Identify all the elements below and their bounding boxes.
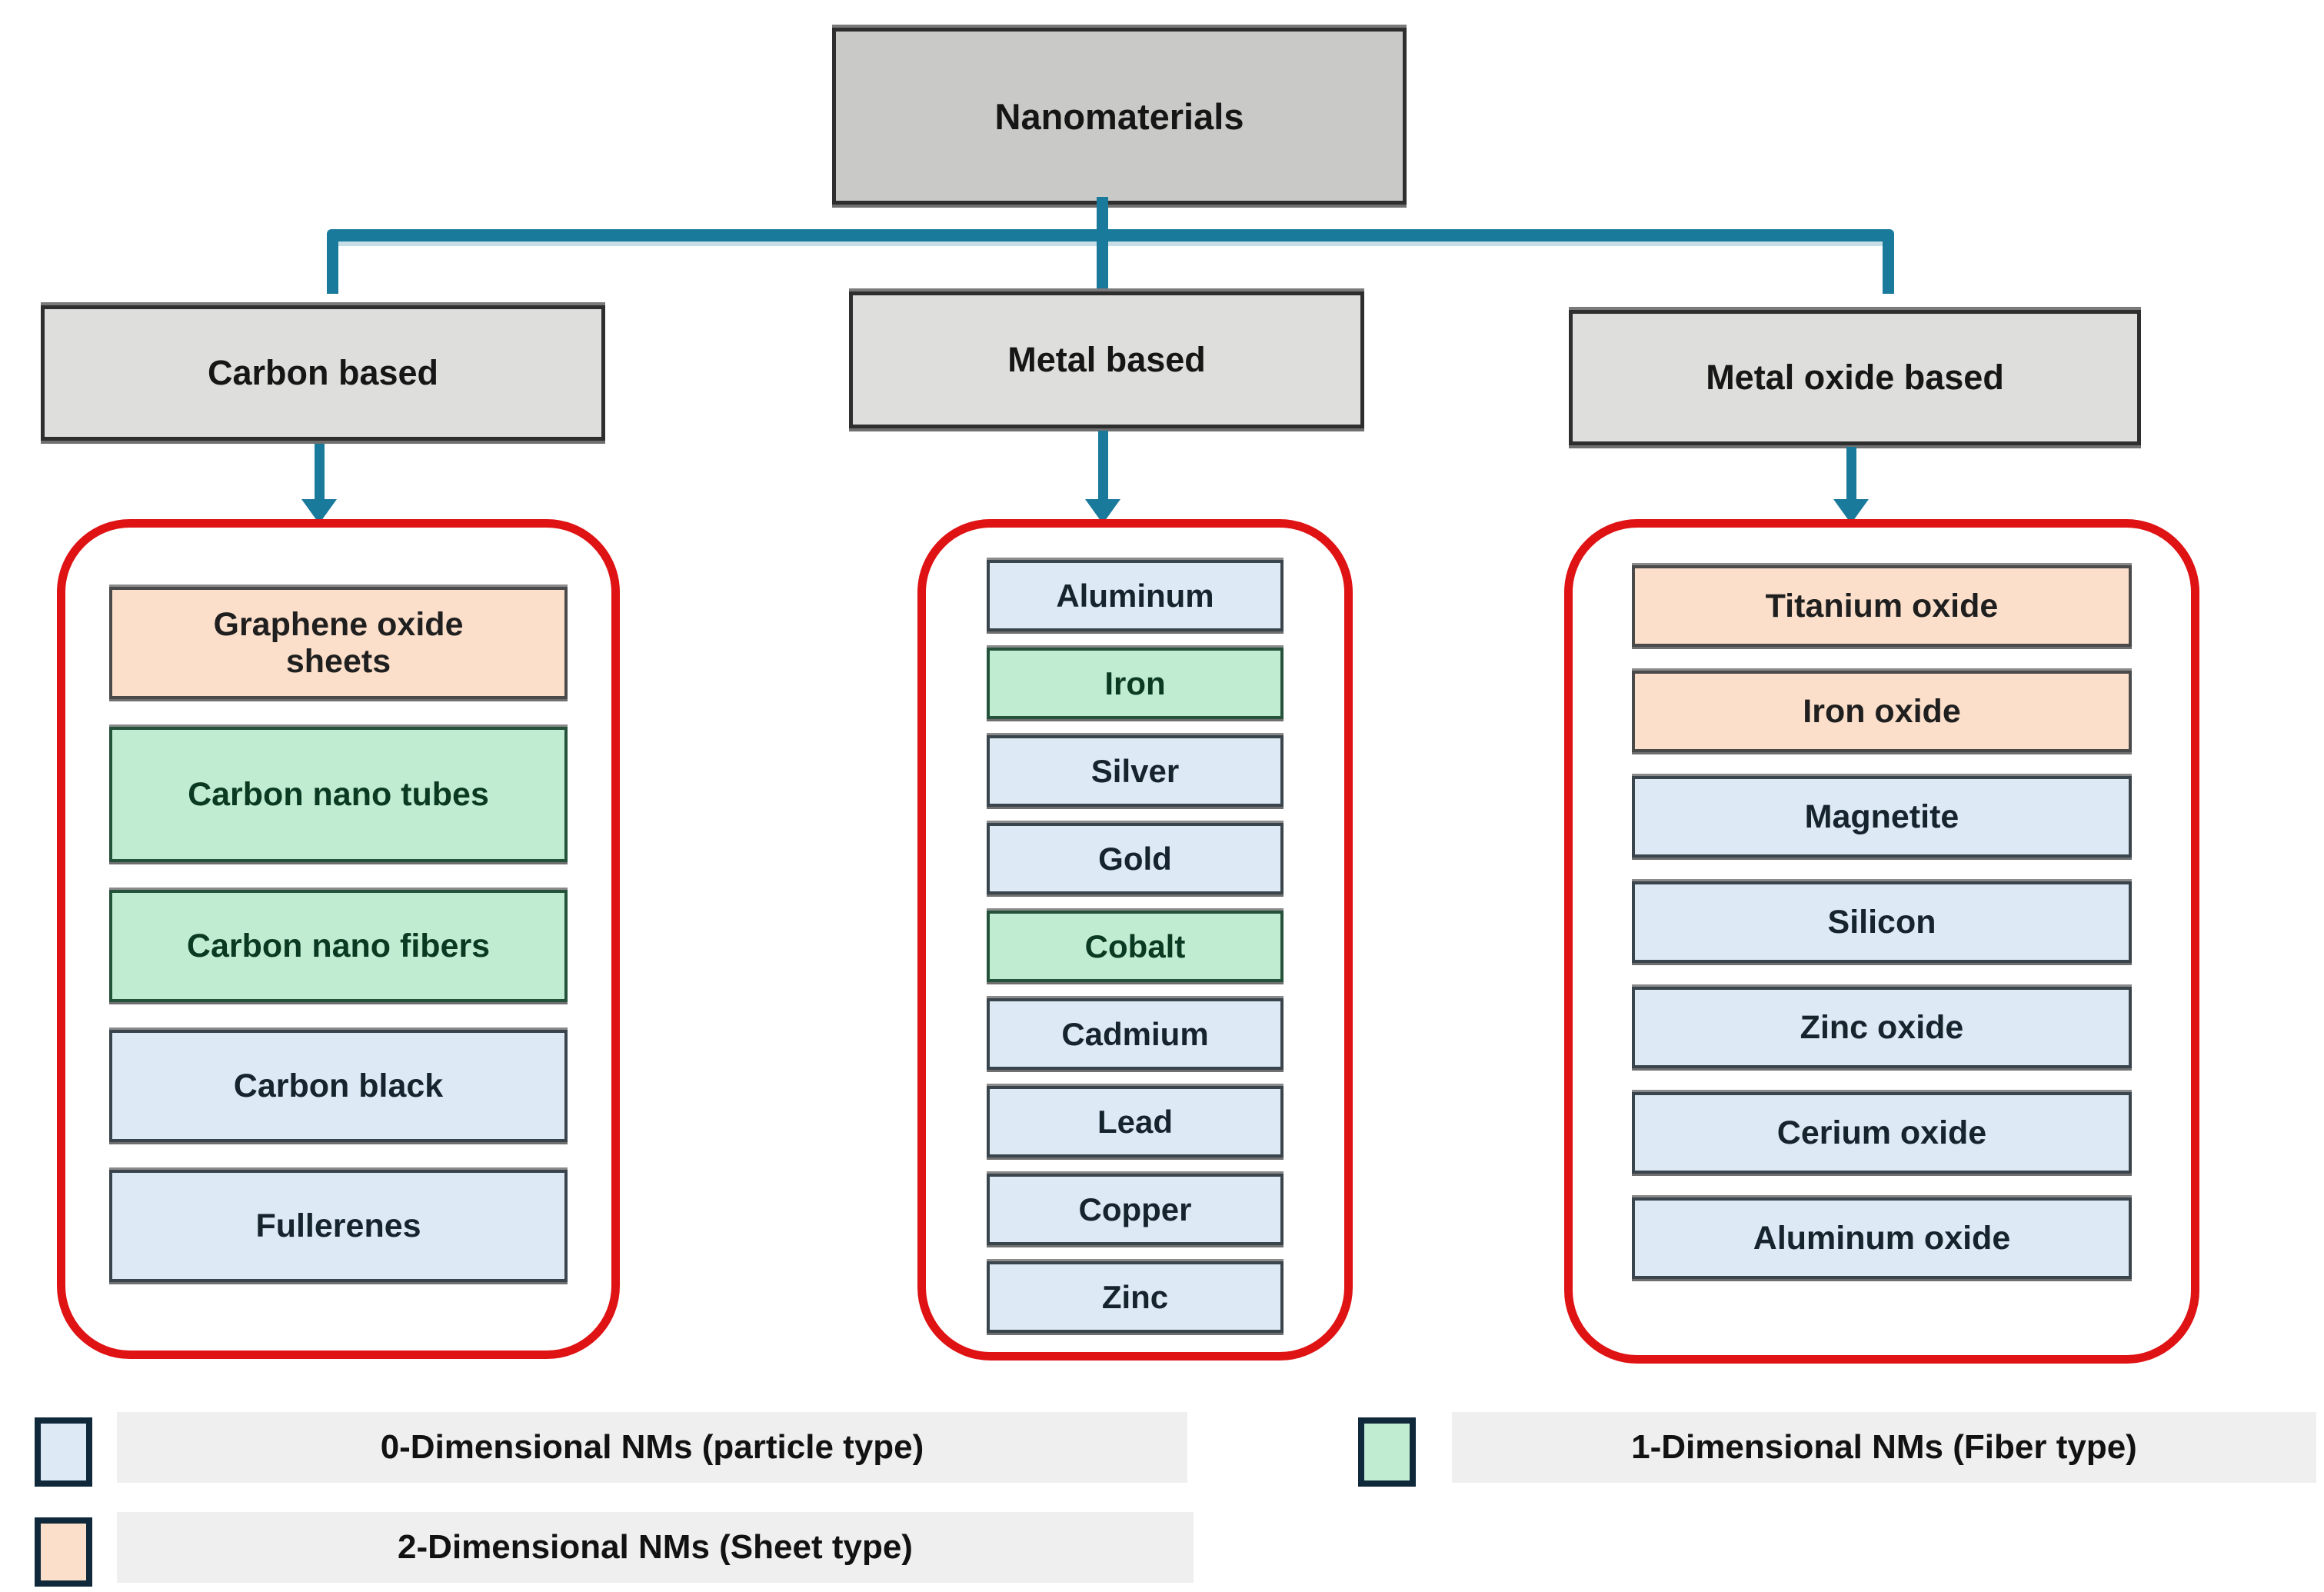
item-iron-oxide: Iron oxide	[1632, 671, 2132, 752]
legend-swatch-1d	[1358, 1417, 1416, 1487]
arrow-metal-shaft	[1098, 431, 1108, 501]
item-fullerenes: Fullerenes	[109, 1170, 568, 1282]
item-copper: Copper	[987, 1174, 1284, 1245]
trunk-line	[1097, 197, 1108, 292]
item-iron: Iron	[987, 648, 1284, 719]
category-carbon-based: Carbon based	[41, 305, 605, 441]
item-zinc-oxide: Zinc oxide	[1632, 987, 2132, 1068]
item-cobalt: Cobalt	[987, 911, 1284, 982]
item-zinc: Zinc	[987, 1261, 1284, 1333]
arrow-metal-oxide-shaft	[1846, 447, 1856, 501]
root-node-nanomaterials: Nanomaterials	[832, 28, 1407, 205]
item-titanium-oxide: Titanium oxide	[1632, 565, 2132, 647]
item-magnetite: Magnetite	[1632, 776, 2132, 858]
legend-label-1d: 1-Dimensional NMs (Fiber type)	[1452, 1412, 2316, 1483]
item-carbon-black: Carbon black	[109, 1030, 568, 1142]
item-gold: Gold	[987, 823, 1284, 894]
item-cerium-oxide: Cerium oxide	[1632, 1092, 2132, 1174]
item-aluminum-oxide: Aluminum oxide	[1632, 1197, 2132, 1279]
legend-swatch-2d	[35, 1517, 92, 1587]
left-branch-line	[327, 229, 338, 294]
item-cadmium: Cadmium	[987, 998, 1284, 1070]
legend-label-0d: 0-Dimensional NMs (particle type)	[117, 1412, 1187, 1483]
arrow-carbon-shaft	[315, 444, 325, 501]
branch-horizontal-line	[327, 229, 1894, 241]
category-metal-oxide-based: Metal oxide based	[1569, 310, 2141, 445]
item-aluminum: Aluminum	[987, 560, 1284, 631]
item-graphene-oxide-sheets: Graphene oxide sheets	[109, 587, 568, 699]
item-lead: Lead	[987, 1086, 1284, 1157]
item-silicon: Silicon	[1632, 881, 2132, 963]
item-silver: Silver	[987, 735, 1284, 807]
legend-swatch-0d	[35, 1417, 92, 1487]
category-metal-based: Metal based	[849, 291, 1364, 428]
right-branch-line	[1883, 229, 1894, 294]
legend-label-2d: 2-Dimensional NMs (Sheet type)	[117, 1512, 1194, 1583]
item-carbon-nano-tubes: Carbon nano tubes	[109, 727, 568, 862]
item-carbon-nano-fibers: Carbon nano fibers	[109, 890, 568, 1002]
